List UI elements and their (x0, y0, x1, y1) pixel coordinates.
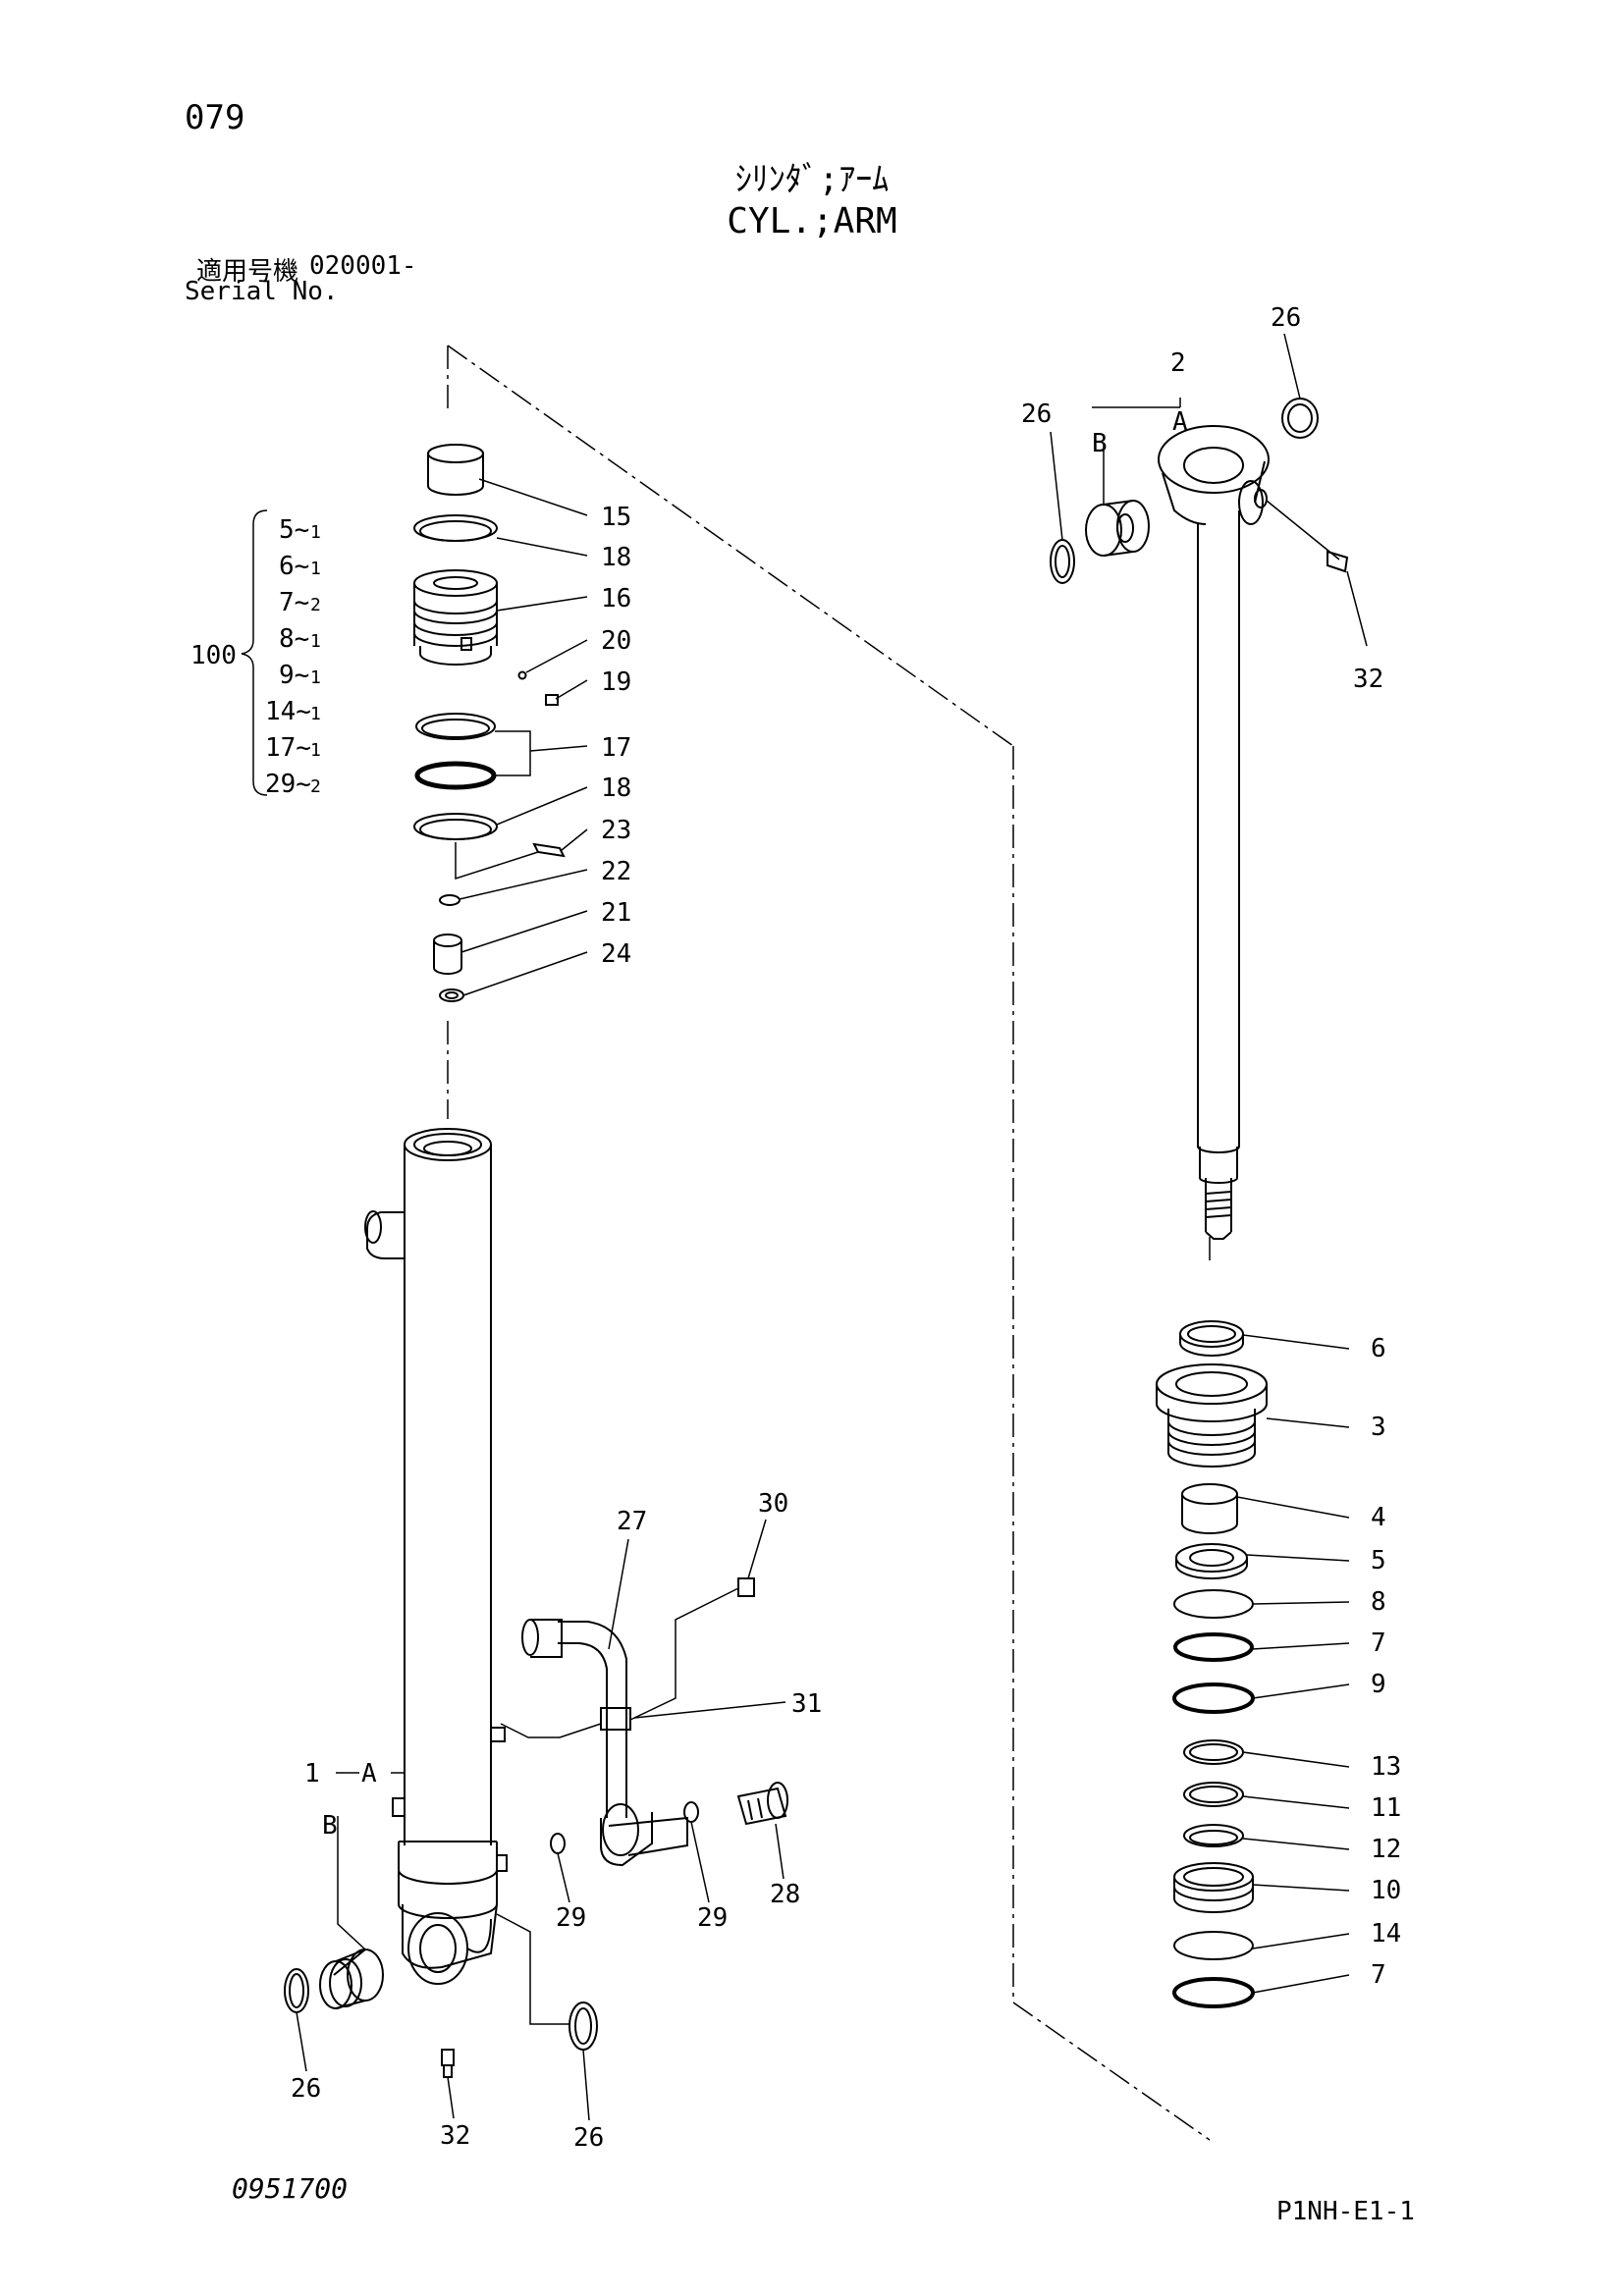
callout-12: 12 (1371, 1835, 1401, 1864)
snap-ring-26-left (284, 1968, 309, 2013)
piston-rod (1158, 425, 1270, 1240)
callout-15: 15 (601, 503, 631, 532)
group-item-qty: 1 (310, 704, 321, 724)
callout-18: 18 (601, 543, 631, 572)
page-code: P1NH-E1-1 (1276, 2197, 1415, 2226)
plug-19 (545, 694, 559, 706)
o-ring-17 (414, 761, 497, 790)
title-english: CYL.;ARM (727, 201, 897, 241)
callout-24: 24 (601, 939, 631, 969)
callout-16: 16 (601, 584, 631, 614)
group-item: 6~ (279, 552, 309, 581)
callout-18b: 18 (601, 774, 631, 803)
callout-6: 6 (1371, 1334, 1386, 1363)
callout-26-right: 26 (1021, 400, 1052, 429)
group-item-qty: 1 (310, 559, 321, 579)
group-item-qty: 2 (310, 776, 321, 797)
group-item: 14~ (265, 697, 311, 726)
cylinder-tube (364, 1128, 508, 1985)
callout-32-right: 32 (1353, 665, 1383, 694)
callout-8: 8 (1371, 1587, 1386, 1617)
group-item: 17~ (265, 733, 311, 763)
callout-17: 17 (601, 733, 631, 763)
grease-fitting-32-right (1326, 550, 1349, 573)
callout-28: 28 (770, 1880, 800, 1909)
assembly-label-a-right: A (1172, 407, 1188, 437)
grease-fitting-32-left (441, 2049, 455, 2078)
group-item: 9~ (279, 661, 309, 690)
piston-parts (413, 444, 566, 1002)
assembly-label-b-left: B (322, 1811, 338, 1841)
callout-27: 27 (617, 1507, 647, 1536)
callout-30: 30 (758, 1489, 788, 1519)
callout-23: 23 (601, 816, 631, 845)
serial-label-en: Serial No. (185, 277, 339, 306)
pipe-27 (521, 1619, 688, 1867)
group-item: 5~ (279, 515, 309, 545)
group-item: 7~ (279, 588, 309, 617)
ring-22 (439, 894, 460, 906)
callout-13: 13 (1371, 1752, 1401, 1782)
group-item-qty: 1 (310, 667, 321, 688)
piston-16 (413, 569, 498, 666)
callout-7: 7 (1371, 1629, 1386, 1658)
plug-30 (737, 1577, 755, 1597)
snap-ring-26-bottom (568, 2002, 598, 2051)
nut-21 (433, 934, 462, 975)
callout-10: 10 (1371, 1876, 1401, 1905)
rod-seal-stack (1156, 1320, 1268, 2008)
o-ring-29b (683, 1801, 699, 1823)
callout-31: 31 (791, 1689, 822, 1719)
footer-code: 0951700 (232, 2172, 349, 2205)
callout-4: 4 (1371, 1503, 1386, 1532)
plug-28 (736, 1782, 788, 1826)
callout-32-left: 32 (440, 2121, 470, 2151)
group-brace (241, 509, 268, 796)
group-item-list: 5~16~17~28~19~114~117~129~2 (265, 515, 321, 799)
center-lines (447, 345, 1211, 2141)
group-item: 8~ (279, 624, 309, 654)
group-item-qty: 1 (310, 631, 321, 652)
serial-label-jp: 適用号機 (196, 257, 299, 287)
clevis-bushing-right (1085, 500, 1150, 557)
title-japanese: ｼﾘﾝﾀﾞ;ｱｰﾑ (734, 160, 890, 199)
callout-5: 5 (1371, 1546, 1386, 1575)
leader-lines (296, 333, 1368, 2121)
callout-21: 21 (601, 898, 631, 928)
callout-3: 3 (1371, 1413, 1386, 1442)
serial-value: 020001- (309, 251, 417, 281)
callout-14: 14 (1371, 1919, 1401, 1949)
clevis-bushing-left (319, 1949, 384, 2009)
group-item-qty: 2 (310, 595, 321, 615)
callout-11: 11 (1371, 1793, 1401, 1823)
group-item-qty: 1 (310, 522, 321, 543)
callout-29b: 29 (697, 1903, 728, 1933)
assembly-label-1: 1 (304, 1759, 320, 1789)
callout-20: 20 (601, 626, 631, 656)
seal-ring-17 (415, 713, 496, 740)
callout-29a: 29 (556, 1903, 586, 1933)
callout-9: 9 (1371, 1670, 1386, 1699)
lock-clip-23 (532, 842, 566, 858)
group-item: 29~ (265, 770, 311, 799)
callout-26-left: 26 (291, 2074, 321, 2104)
group-number: 100 (190, 641, 237, 670)
callout-26-top: 26 (1271, 303, 1301, 333)
o-ring-29a (550, 1833, 566, 1854)
ball-20 (517, 670, 527, 680)
callout-19: 19 (601, 667, 631, 697)
callout-22: 22 (601, 857, 631, 886)
callout-26-bottom: 26 (573, 2123, 604, 2153)
assembly-label-b-right: B (1092, 429, 1108, 458)
page-number: 079 (185, 98, 245, 137)
ring-24 (439, 988, 464, 1002)
bushing-15 (427, 444, 484, 496)
assembly-label-a-left: A (361, 1759, 377, 1789)
callout-2: 2 (1170, 348, 1186, 378)
callout-7b: 7 (1371, 1960, 1386, 1990)
group-item-qty: 1 (310, 740, 321, 761)
